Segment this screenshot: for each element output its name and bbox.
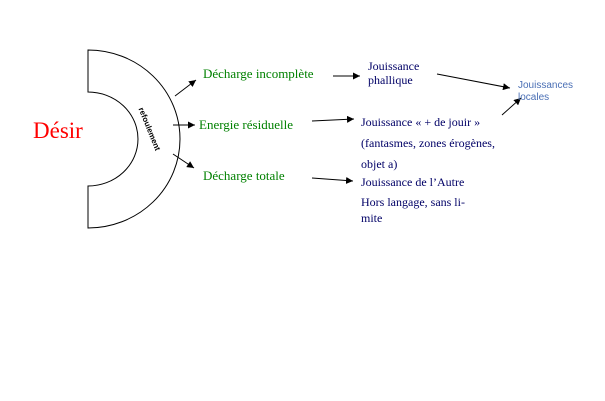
target-jouissance-phallique: Jouissance phallique (368, 59, 420, 88)
target-line: Jouissance (368, 59, 420, 73)
refoulement-barrier (87, 49, 181, 229)
branch-energie-residuelle: Energie résiduelle (199, 117, 293, 132)
target-line: mite (361, 211, 383, 225)
branch-decharge-incomplete: Décharge incomplète (203, 66, 314, 81)
target-jouissances-locales: Jouissances locales (518, 80, 573, 103)
branch-decharge-totale: Décharge totale (203, 168, 285, 183)
target-line: Hors langage, sans li- (361, 195, 465, 209)
arrow-plus-de-jouir-to-locales (501, 97, 522, 116)
arrow-to-jouissance-autre (311, 176, 354, 184)
target-line: (fantasmes, zones érogènes, (361, 136, 495, 150)
target-line: Jouissance de l’Autre (361, 175, 465, 189)
arrow-to-plus-de-jouir (311, 115, 355, 123)
target-plus-de-jouir: Jouissance « + de jouir » (fantasmes, zo… (361, 112, 495, 175)
target-line: Jouissances (518, 80, 574, 91)
target-line: Jouissance « + de jouir » (361, 115, 481, 129)
arrow-to-decharge-totale (172, 153, 195, 169)
arrow-phallique-to-locales (436, 73, 511, 91)
arrow-to-decharge-incomplete (174, 79, 197, 97)
target-line: locales (518, 91, 550, 103)
desir-label: Désir (33, 118, 83, 143)
target-line: phallique (368, 72, 413, 87)
target-jouissance-autre: Jouissance de l’Autre Hors langage, sans… (361, 174, 465, 226)
target-line: objet a) (361, 157, 398, 171)
